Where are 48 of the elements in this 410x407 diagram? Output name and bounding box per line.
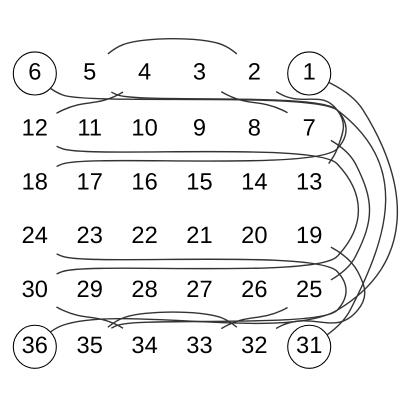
- node-text: 32: [240, 332, 268, 359]
- node-text: 12: [21, 115, 48, 142]
- connector: [56, 91, 123, 114]
- node-text: 21: [186, 223, 212, 250]
- node-text: 28: [130, 276, 158, 303]
- node-circle: 6: [12, 51, 56, 96]
- node-text: 35: [76, 332, 102, 359]
- node-text: 33: [186, 332, 212, 359]
- node-circle: 31: [286, 324, 331, 369]
- connector: [106, 38, 237, 54]
- connector: [56, 253, 346, 329]
- node-text: 18: [21, 169, 48, 196]
- node-text: 7: [302, 115, 316, 142]
- node-text: 5: [82, 60, 96, 86]
- node-text: 26: [240, 276, 268, 303]
- node-text: 11: [76, 115, 102, 142]
- node-text: 24: [21, 223, 48, 250]
- node-text: 19: [296, 223, 322, 250]
- node-text: 30: [21, 276, 48, 303]
- node-text: 23: [76, 223, 102, 250]
- connector: [56, 91, 346, 168]
- node-text: 8: [247, 115, 260, 142]
- connector: [330, 140, 370, 281]
- node-text: 25: [296, 276, 322, 303]
- node-text: 14: [240, 169, 268, 196]
- node-text: 10: [130, 115, 158, 142]
- node-circle: 1: [286, 51, 331, 96]
- connector: [56, 306, 123, 329]
- node-text: 34: [130, 332, 158, 359]
- node-text: 4: [138, 60, 151, 86]
- connector: [106, 311, 237, 328]
- node-text: 16: [130, 169, 158, 196]
- node-text: 9: [192, 115, 206, 142]
- node-text: 3: [192, 60, 206, 86]
- connector: [220, 91, 288, 114]
- node-text: 20: [240, 223, 268, 250]
- node-circle: 36: [12, 324, 56, 369]
- node-text: 2: [247, 60, 260, 86]
- node-text: 15: [186, 169, 212, 196]
- connector: [275, 246, 365, 330]
- node-text: 29: [76, 276, 102, 303]
- node-text: 27: [186, 276, 212, 303]
- connector: [275, 91, 344, 164]
- node-text: 22: [130, 223, 158, 250]
- node-text: 13: [296, 169, 322, 196]
- connector: [220, 306, 288, 330]
- node-text: 17: [76, 169, 102, 196]
- connector: [56, 146, 358, 275]
